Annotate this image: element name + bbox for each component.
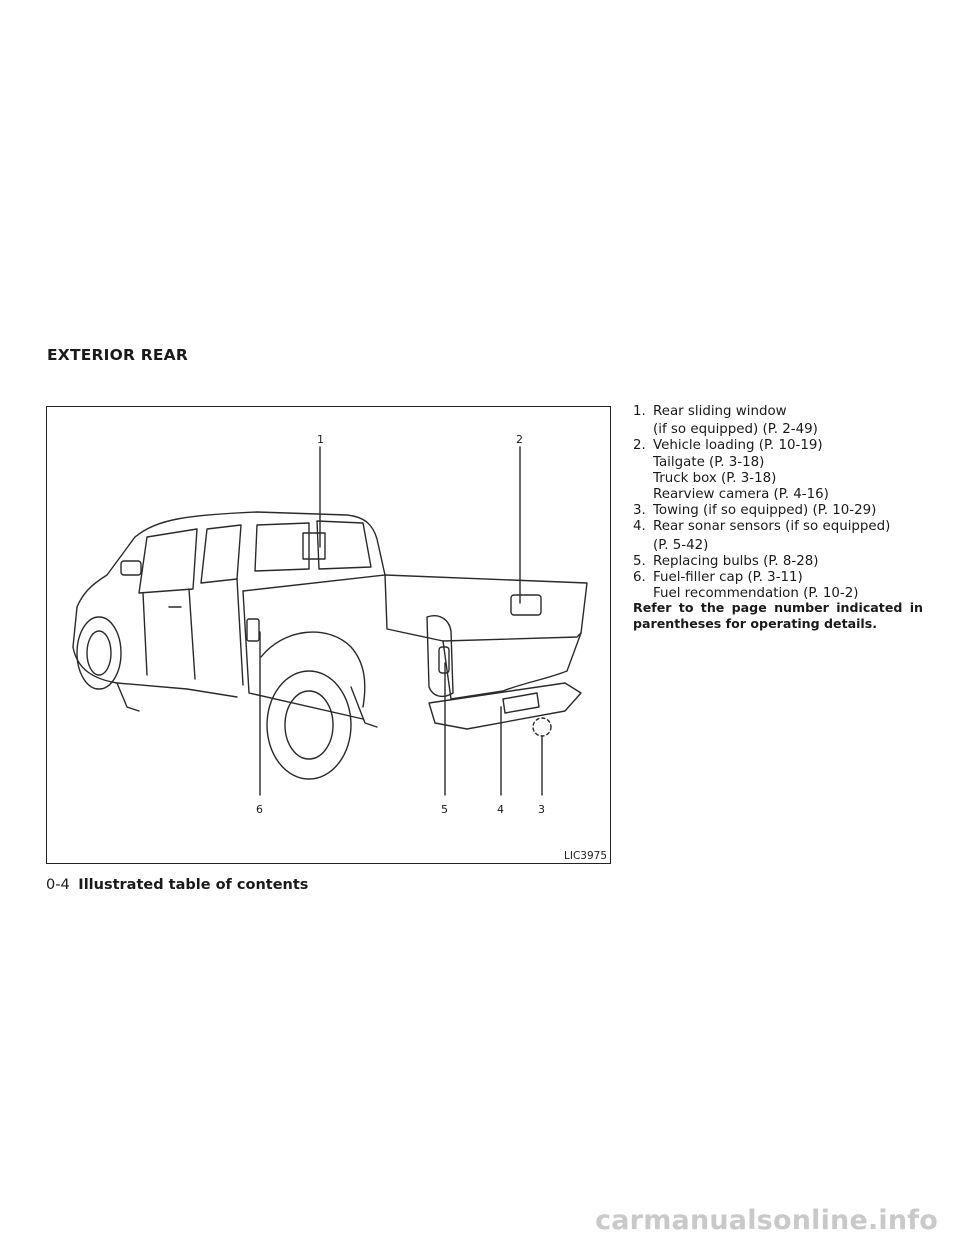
truck-line-drawing xyxy=(72,446,588,796)
callout-item-3: 3. Towing (if so equipped) (P. 10-29) xyxy=(633,503,923,519)
callout-number: 6. xyxy=(633,570,646,586)
figure-label-5: 5 xyxy=(441,803,448,816)
callout-item-5: 5. Replacing bulbs (P. 8-28) xyxy=(633,554,923,570)
callout-number: 5. xyxy=(633,553,646,569)
callout-line: Replacing bulbs (P. 8-28) xyxy=(653,553,819,569)
figure-label-2: 2 xyxy=(516,433,523,446)
figure-code: LIC3975 xyxy=(564,850,607,862)
operating-details-note: Refer to the page number indicated in pa… xyxy=(633,600,923,631)
callout-line: Rear sliding window xyxy=(653,404,787,419)
callout-line: Fuel recommendation (P. 10-2) xyxy=(653,586,859,602)
figure-label-3: 3 xyxy=(538,803,545,816)
site-watermark: carmanualsonline.info xyxy=(595,1205,938,1236)
callout-item-2: 2. Vehicle loading (P. 10-19) Tailgate (… xyxy=(633,438,923,503)
page-number: 0-4 xyxy=(46,877,70,893)
callout-line: (if so equipped) (P. 2-49) xyxy=(653,422,818,438)
figure-label-6: 6 xyxy=(256,803,263,816)
truck-rear-illustration: 1 2 6 5 4 3 LIC3975 xyxy=(46,406,611,864)
callout-list: 1. Rear sliding window (if so equipped) … xyxy=(633,404,923,602)
callout-number: 1. xyxy=(633,404,646,419)
callout-item-4: 4. Rear sonar sensors (if so equipped) (… xyxy=(633,519,923,553)
figure-label-1: 1 xyxy=(317,433,324,446)
callout-line: Truck box (P. 3-18) xyxy=(653,470,777,486)
callout-number: 4. xyxy=(633,519,646,535)
callout-number: 3. xyxy=(633,503,646,519)
callout-line: Fuel-filler cap (P. 3-11) xyxy=(653,570,803,586)
page-footer: 0-4 Illustrated table of contents xyxy=(46,877,308,893)
callout-line: Rear sonar sensors (if so equipped) xyxy=(653,519,891,535)
figure-label-4: 4 xyxy=(497,803,504,816)
callout-line: Tailgate (P. 3-18) xyxy=(653,454,765,470)
section-title: EXTERIOR REAR xyxy=(47,346,188,364)
callout-line: Vehicle loading (P. 10-19) xyxy=(653,438,823,454)
callout-line: Towing (if so equipped) (P. 10-29) xyxy=(653,503,877,519)
callout-line: (P. 5-42) xyxy=(653,537,709,553)
callout-number: 2. xyxy=(633,438,646,454)
chapter-title: Illustrated table of contents xyxy=(78,877,309,893)
callout-item-1: 1. Rear sliding window (if so equipped) … xyxy=(633,404,923,438)
callout-line: Rearview camera (P. 4-16) xyxy=(653,487,829,503)
callout-item-6: 6. Fuel-filler cap (P. 3-11) Fuel recomm… xyxy=(633,570,923,602)
